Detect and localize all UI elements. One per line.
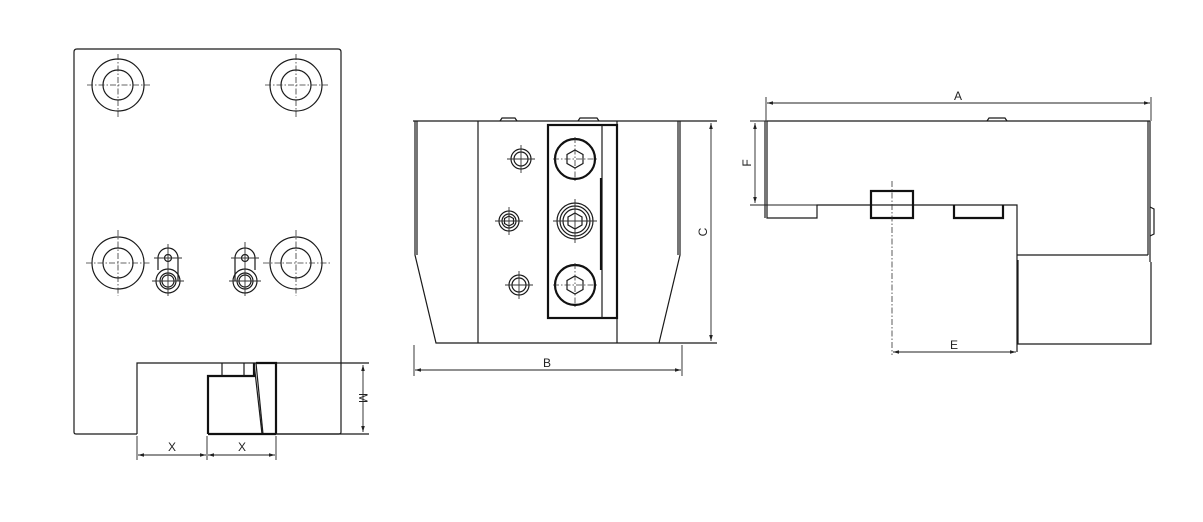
clamp-strip	[546, 123, 619, 320]
dimension-e: E	[893, 338, 1016, 354]
slotted-hole-left	[152, 244, 184, 296]
side-view: C B	[413, 117, 717, 376]
dimension-f: F	[740, 120, 817, 206]
socket-head-screw-top	[553, 137, 597, 181]
pocket	[952, 205, 1005, 220]
dimension-c: C	[696, 123, 713, 341]
dimension-label-m: M	[356, 393, 370, 403]
dimension-label-x1: X	[168, 440, 176, 454]
counterbore-hole-mid-left	[86, 230, 151, 296]
socket-head-screw-bottom	[553, 263, 597, 307]
dimension-label-f: F	[740, 159, 754, 166]
small-hole-top	[507, 145, 535, 173]
dimension-label-e: E	[950, 338, 958, 352]
lower-block	[1016, 254, 1152, 352]
dimension-label-a: A	[954, 89, 962, 103]
slotted-hole-right	[229, 242, 261, 296]
counterbore-hole-mid-right	[263, 230, 331, 296]
small-hole-middle	[495, 207, 523, 235]
dimension-label-b: B	[543, 356, 551, 370]
dimension-x: X X	[136, 436, 277, 460]
socket-head-screw-middle	[553, 199, 597, 243]
dimension-label-x2: X	[238, 440, 246, 454]
dimension-b: B	[413, 345, 683, 376]
dimension-label-c: C	[696, 227, 710, 236]
dimension-a: A	[765, 89, 1152, 121]
small-hole-bottom	[505, 271, 533, 299]
adapter-block	[136, 361, 369, 436]
counterbore-hole-top-right	[265, 54, 328, 117]
top-view: A F E	[740, 89, 1155, 355]
counterbore-hole-top-left	[87, 54, 150, 117]
front-view: M X X	[73, 48, 370, 460]
dimension-m: M	[356, 365, 370, 432]
